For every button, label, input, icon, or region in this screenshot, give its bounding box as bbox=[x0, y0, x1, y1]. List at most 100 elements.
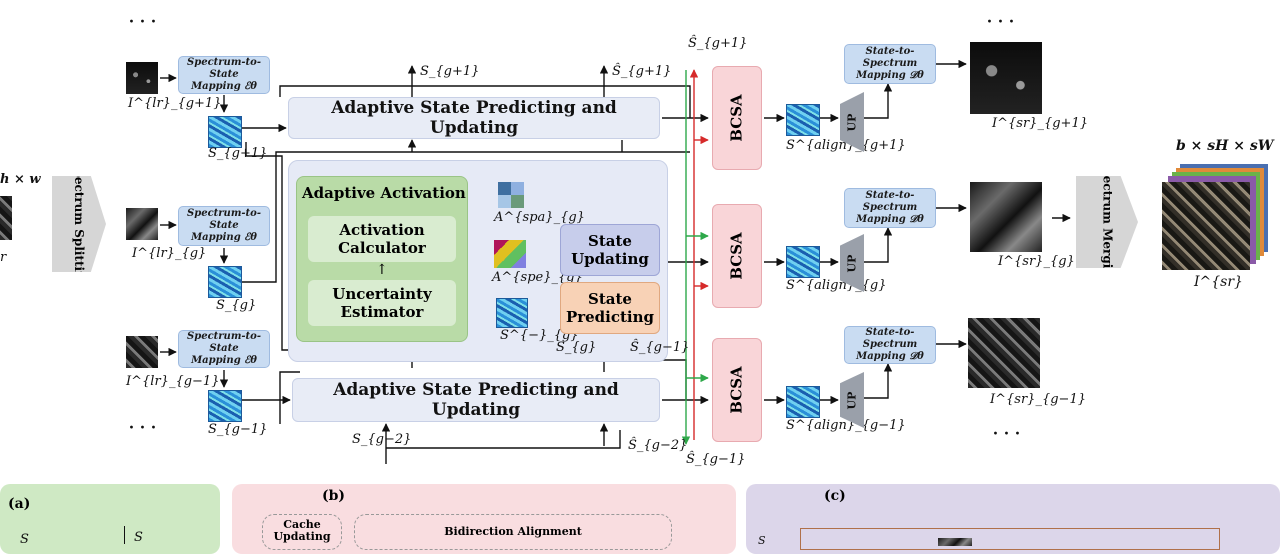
mapping-bot-line1: Spectrum-to-State bbox=[187, 331, 261, 354]
left-dims-label: h × w bbox=[0, 172, 41, 187]
bcsa-top-label: BCSA bbox=[728, 94, 746, 142]
panel-c-title: (c) bbox=[824, 488, 846, 504]
s2s-bot-line1: State-to-Spectrum bbox=[862, 327, 918, 350]
label-shat-g-minus2: Ŝ_{g−2} bbox=[628, 438, 688, 453]
output-image-top bbox=[970, 42, 1042, 114]
align-label-bot: S^{align}_{g−1} bbox=[786, 418, 906, 433]
bidirection-alignment-label: Bidirection Alignment bbox=[444, 525, 582, 538]
s2s-mid-line2: Mapping 𝒟θ bbox=[856, 214, 924, 225]
output-label-top: I^{sr}_{g+1} bbox=[992, 116, 1088, 131]
left-input-label: r bbox=[0, 250, 7, 265]
state-image-top bbox=[208, 116, 242, 148]
label-s-next: S_{g+1} bbox=[420, 64, 480, 79]
panel-c-s: S bbox=[758, 534, 766, 547]
input-image-top bbox=[126, 62, 158, 94]
label-shat-g-minus1-bottom: Ŝ_{g−1} bbox=[686, 452, 746, 467]
state-label-mid: S_{g} bbox=[216, 298, 257, 313]
label-s-minus: S^{−}_{g} bbox=[500, 328, 579, 343]
sr-cube bbox=[1162, 164, 1272, 274]
panel-b bbox=[232, 484, 736, 554]
output-image-mid bbox=[970, 182, 1042, 252]
state-label-top: S_{g+1} bbox=[208, 146, 268, 161]
dots-bottom-left: ··· bbox=[128, 416, 161, 441]
align-label-top: S^{align}_{g+1} bbox=[786, 138, 906, 153]
up-bot: UP bbox=[840, 372, 864, 428]
bidirection-alignment: Bidirection Alignment bbox=[354, 514, 672, 550]
bcsa-mid-label: BCSA bbox=[728, 232, 746, 280]
align-image-bot bbox=[786, 386, 820, 418]
panel-b-title: (b) bbox=[322, 488, 346, 504]
adaptive-activation-title: Adaptive Activation bbox=[302, 184, 466, 202]
cube-label: I^{sr} bbox=[1194, 274, 1243, 290]
panel-c-thumbnail bbox=[938, 538, 972, 546]
input-cube-fragment bbox=[0, 196, 12, 240]
bcsa-mid: BCSA bbox=[712, 204, 762, 308]
spectrum-merging-label: Spectrum Merging bbox=[1100, 158, 1114, 286]
s2s-mid-line1: State-to-Spectrum bbox=[862, 190, 918, 213]
s2s-top-line1: State-to-Spectrum bbox=[862, 46, 918, 69]
dots-top-right: ··· bbox=[986, 10, 1019, 35]
output-label-bot: I^{sr}_{g−1} bbox=[990, 392, 1086, 407]
up-top-label: UP bbox=[845, 113, 859, 131]
asp-top: Adaptive State Predicting and Updating bbox=[288, 97, 660, 139]
dots-top-left: ··· bbox=[128, 10, 161, 35]
label-shat-next-top: Ŝ_{g+1} bbox=[688, 36, 748, 51]
s2s-bot-line2: Mapping 𝒟θ bbox=[856, 351, 924, 362]
state-image-mid bbox=[208, 266, 242, 298]
align-label-mid: S^{align}_{g} bbox=[786, 278, 887, 293]
spatial-activation-map bbox=[498, 182, 524, 208]
mapping-top-line2: Mapping ℰθ bbox=[191, 81, 257, 92]
align-image-mid bbox=[786, 246, 820, 278]
panel-a-line bbox=[124, 526, 125, 544]
panel-c bbox=[746, 484, 1280, 554]
bcsa-top: BCSA bbox=[712, 66, 762, 170]
bcsa-bot-label: BCSA bbox=[728, 366, 746, 414]
dots-bottom-right: ··· bbox=[992, 422, 1025, 447]
spectral-activation-map bbox=[494, 240, 526, 268]
input-image-bot bbox=[126, 336, 158, 368]
output-label-mid: I^{sr}_{g} bbox=[998, 254, 1075, 269]
up-arrow-glyph: ↑ bbox=[376, 262, 388, 278]
s2s-top-line2: Mapping 𝒟θ bbox=[856, 70, 924, 81]
input-label-bot: I^{lr}_{g−1} bbox=[126, 374, 220, 389]
state-updating: State Updating bbox=[560, 224, 660, 276]
spectrum-splitting-label: Spectrum Splitting bbox=[72, 159, 86, 289]
mapping-bot-line2: Mapping ℰθ bbox=[191, 355, 257, 366]
state-label-bot: S_{g−1} bbox=[208, 422, 268, 437]
up-mid-label: UP bbox=[845, 254, 859, 272]
uncertainty-estimator: Uncertainty Estimator bbox=[308, 280, 456, 326]
panel-a-s1: S bbox=[20, 532, 29, 547]
label-a-spe: A^{spe}_{g} bbox=[492, 270, 583, 285]
input-image-mid bbox=[126, 208, 158, 240]
align-image-top bbox=[786, 104, 820, 136]
mapping-mid-line2: Mapping ℰθ bbox=[191, 232, 257, 243]
cube-front bbox=[1162, 182, 1250, 270]
label-a-spa: A^{spa}_{g} bbox=[494, 210, 585, 225]
label-s-g-minus2: S_{g−2} bbox=[352, 432, 412, 447]
asp-bottom: Adaptive State Predicting and Updating bbox=[292, 378, 660, 422]
panel-a bbox=[0, 484, 220, 554]
mapping-mid-line1: Spectrum-to-State bbox=[187, 208, 261, 231]
state-predicting: State Predicting bbox=[560, 282, 660, 334]
predicted-state-image bbox=[496, 298, 528, 328]
label-s-g-bottom: S_{g} bbox=[556, 340, 597, 355]
activation-calculator: Activation Calculator bbox=[308, 216, 456, 262]
up-top: UP bbox=[840, 92, 864, 152]
state-image-bot bbox=[208, 390, 242, 422]
input-label-top: I^{lr}_{g+1} bbox=[128, 96, 222, 111]
cache-updating: Cache Updating bbox=[262, 514, 342, 550]
panel-a-title: (a) bbox=[8, 496, 31, 512]
up-bot-label: UP bbox=[845, 391, 859, 409]
input-label-mid: I^{lr}_{g} bbox=[132, 246, 207, 261]
cube-dims-label: b × sH × sW bbox=[1176, 138, 1274, 154]
cache-updating-label: Cache Updating bbox=[273, 518, 331, 543]
mapping-top-line1: Spectrum-to-State bbox=[187, 57, 261, 80]
panel-c-frame bbox=[800, 528, 1220, 550]
output-image-bot bbox=[968, 318, 1040, 388]
